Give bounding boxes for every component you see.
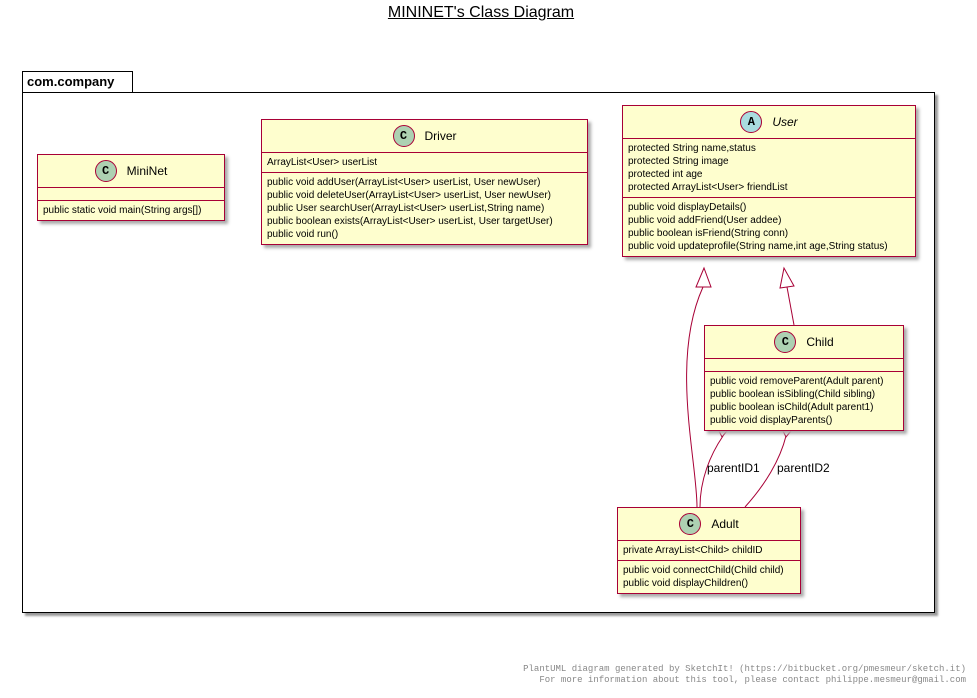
methods-section: public void addUser(ArrayList<User> user… <box>262 172 587 244</box>
class-header: A User <box>623 106 915 138</box>
footer-line-2: For more information about this tool, pl… <box>539 675 966 685</box>
package-name: com.company <box>27 74 115 89</box>
method: public void displayChildren() <box>623 578 749 589</box>
class-mininet[interactable]: C MiniNet public static void main(String… <box>37 154 225 221</box>
class-child[interactable]: C Child public void removeParent(Adult p… <box>704 325 904 431</box>
method: public void connectChild(Child child) <box>623 565 784 576</box>
field: private ArrayList<Child> childID <box>623 545 763 556</box>
class-header: C Adult <box>618 508 800 540</box>
abstract-icon: A <box>740 111 763 133</box>
footer-credit: PlantUML diagram generated by SketchIt! … <box>523 664 966 686</box>
field: protected int age <box>628 169 703 180</box>
class-icon: C <box>392 125 415 147</box>
class-name: Child <box>806 335 834 349</box>
diagram-title: MININET's Class Diagram <box>387 4 575 21</box>
fields-section: private ArrayList<Child> childID <box>618 540 800 560</box>
parentID2-label: parentID2 <box>777 461 830 475</box>
parentID1-label: parentID1 <box>707 461 760 475</box>
methods-section: public void removeParent(Adult parent) p… <box>705 371 903 430</box>
method: public User searchUser(ArrayList<User> u… <box>267 203 545 214</box>
adult-user-inheritance <box>686 286 704 508</box>
field: protected String image <box>628 156 729 167</box>
methods-section: public static void main(String args[]) <box>38 200 224 220</box>
method: public void displayDetails() <box>628 202 747 213</box>
class-header: C Driver <box>262 120 587 152</box>
method: public static void main(String args[]) <box>43 205 202 216</box>
fields-section <box>38 187 224 200</box>
class-icon: C <box>94 160 117 182</box>
method: public void addFriend(User addee) <box>628 215 782 226</box>
class-adult[interactable]: C Adult private ArrayList<Child> childID… <box>617 507 801 594</box>
class-driver[interactable]: C Driver ArrayList<User> userList public… <box>261 119 588 245</box>
child-user-inheritance <box>786 286 795 326</box>
class-header: C MiniNet <box>38 155 224 187</box>
class-name: Driver <box>424 129 457 143</box>
class-user[interactable]: A User protected String name,status prot… <box>622 105 916 257</box>
class-icon: C <box>774 331 797 353</box>
field: protected ArrayList<User> friendList <box>628 182 788 193</box>
inheritance-arrowhead <box>695 266 712 288</box>
package-tab: com.company <box>22 71 133 92</box>
field: ArrayList<User> userList <box>267 157 378 168</box>
class-name: Adult <box>711 517 739 531</box>
fields-section: ArrayList<User> userList <box>262 152 587 172</box>
methods-section: public void displayDetails() public void… <box>623 197 915 256</box>
inheritance-arrowhead <box>779 266 795 289</box>
method: public void updateprofile(String name,in… <box>628 241 888 252</box>
method: public void run() <box>267 229 339 240</box>
method: public boolean exists(ArrayList<User> us… <box>267 216 553 227</box>
class-name: User <box>772 115 798 129</box>
class-icon: C <box>679 513 702 535</box>
method: public void addUser(ArrayList<User> user… <box>267 177 541 188</box>
fields-section: protected String name,status protected S… <box>623 138 915 197</box>
methods-section: public void connectChild(Child child) pu… <box>618 560 800 593</box>
parentID1-aggregation <box>699 435 724 508</box>
method: public boolean isChild(Adult parent1) <box>710 402 874 413</box>
method: public void deleteUser(ArrayList<User> u… <box>267 190 551 201</box>
footer-line-1: PlantUML diagram generated by SketchIt! … <box>523 664 966 674</box>
parentID2-aggregation <box>744 435 787 508</box>
method: public void removeParent(Adult parent) <box>710 376 884 387</box>
method: public boolean isFriend(String conn) <box>628 228 789 239</box>
method: public void displayParents() <box>710 415 833 426</box>
fields-section <box>705 358 903 371</box>
method: public boolean isSibling(Child sibling) <box>710 389 876 400</box>
field: protected String name,status <box>628 143 756 154</box>
class-header: C Child <box>705 326 903 358</box>
class-name: MiniNet <box>126 164 168 178</box>
